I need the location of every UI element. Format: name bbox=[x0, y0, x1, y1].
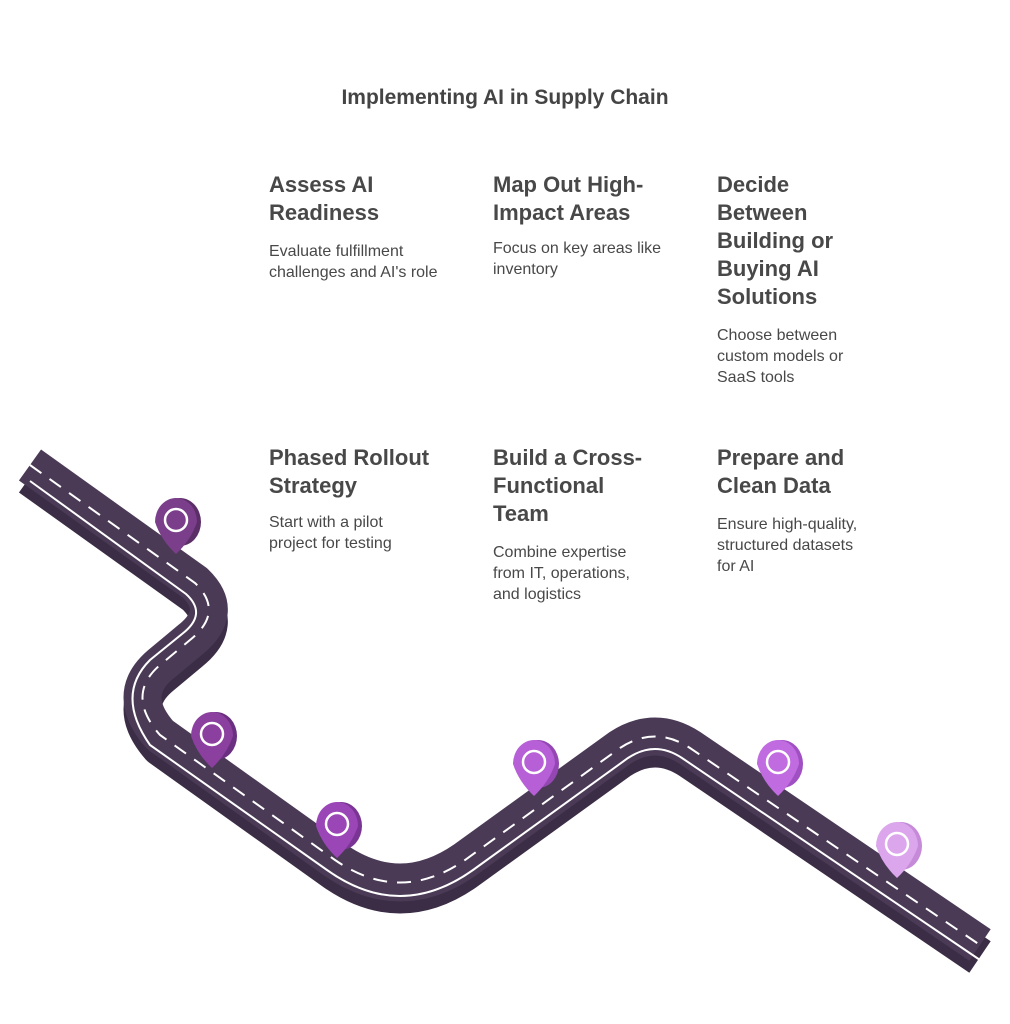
map-pin-icon bbox=[757, 740, 803, 796]
step-phased-rollout: Phased Rollout Strategy Start with a pil… bbox=[269, 444, 449, 554]
step-build-or-buy: Decide Between Building or Buying AI Sol… bbox=[717, 171, 867, 388]
map-pin-icon bbox=[876, 822, 922, 878]
step-map-high-impact: Map Out High-Impact Areas Focus on key a… bbox=[493, 171, 673, 280]
step-description: Choose between custom models or SaaS too… bbox=[717, 327, 844, 386]
map-pin-icon bbox=[191, 712, 237, 768]
step-heading: Prepare and Clean Data bbox=[717, 445, 845, 498]
step-prepare-data: Prepare and Clean Data Ensure high-quali… bbox=[717, 444, 877, 577]
step-description: Focus on key areas like inventory bbox=[493, 240, 662, 278]
step-assess-readiness: Assess AI Readiness Evaluate fulfillment… bbox=[269, 171, 449, 283]
step-description: Start with a pilot project for testing bbox=[269, 514, 392, 552]
step-heading: Phased Rollout Strategy bbox=[269, 445, 430, 498]
step-description: Evaluate fulfillment challenges and AI's… bbox=[269, 243, 438, 281]
step-description: Combine expertise from IT, operations, a… bbox=[493, 544, 630, 603]
step-heading: Decide Between Building or Buying AI Sol… bbox=[717, 172, 834, 309]
step-cross-functional-team: Build a Cross-Functional Team Combine ex… bbox=[493, 444, 653, 605]
step-description: Ensure high-quality, structured datasets… bbox=[717, 516, 858, 575]
map-pin-icon bbox=[316, 802, 362, 858]
map-pin-icon bbox=[513, 740, 559, 796]
road-edge-line bbox=[29, 480, 981, 961]
step-heading: Build a Cross-Functional Team bbox=[493, 445, 643, 526]
step-heading: Map Out High-Impact Areas bbox=[493, 172, 644, 225]
road-center-line bbox=[29, 464, 981, 946]
map-pin-icon bbox=[155, 498, 201, 554]
step-heading: Assess AI Readiness bbox=[269, 172, 380, 225]
diagram-title: Implementing AI in Supply Chain bbox=[341, 86, 669, 109]
